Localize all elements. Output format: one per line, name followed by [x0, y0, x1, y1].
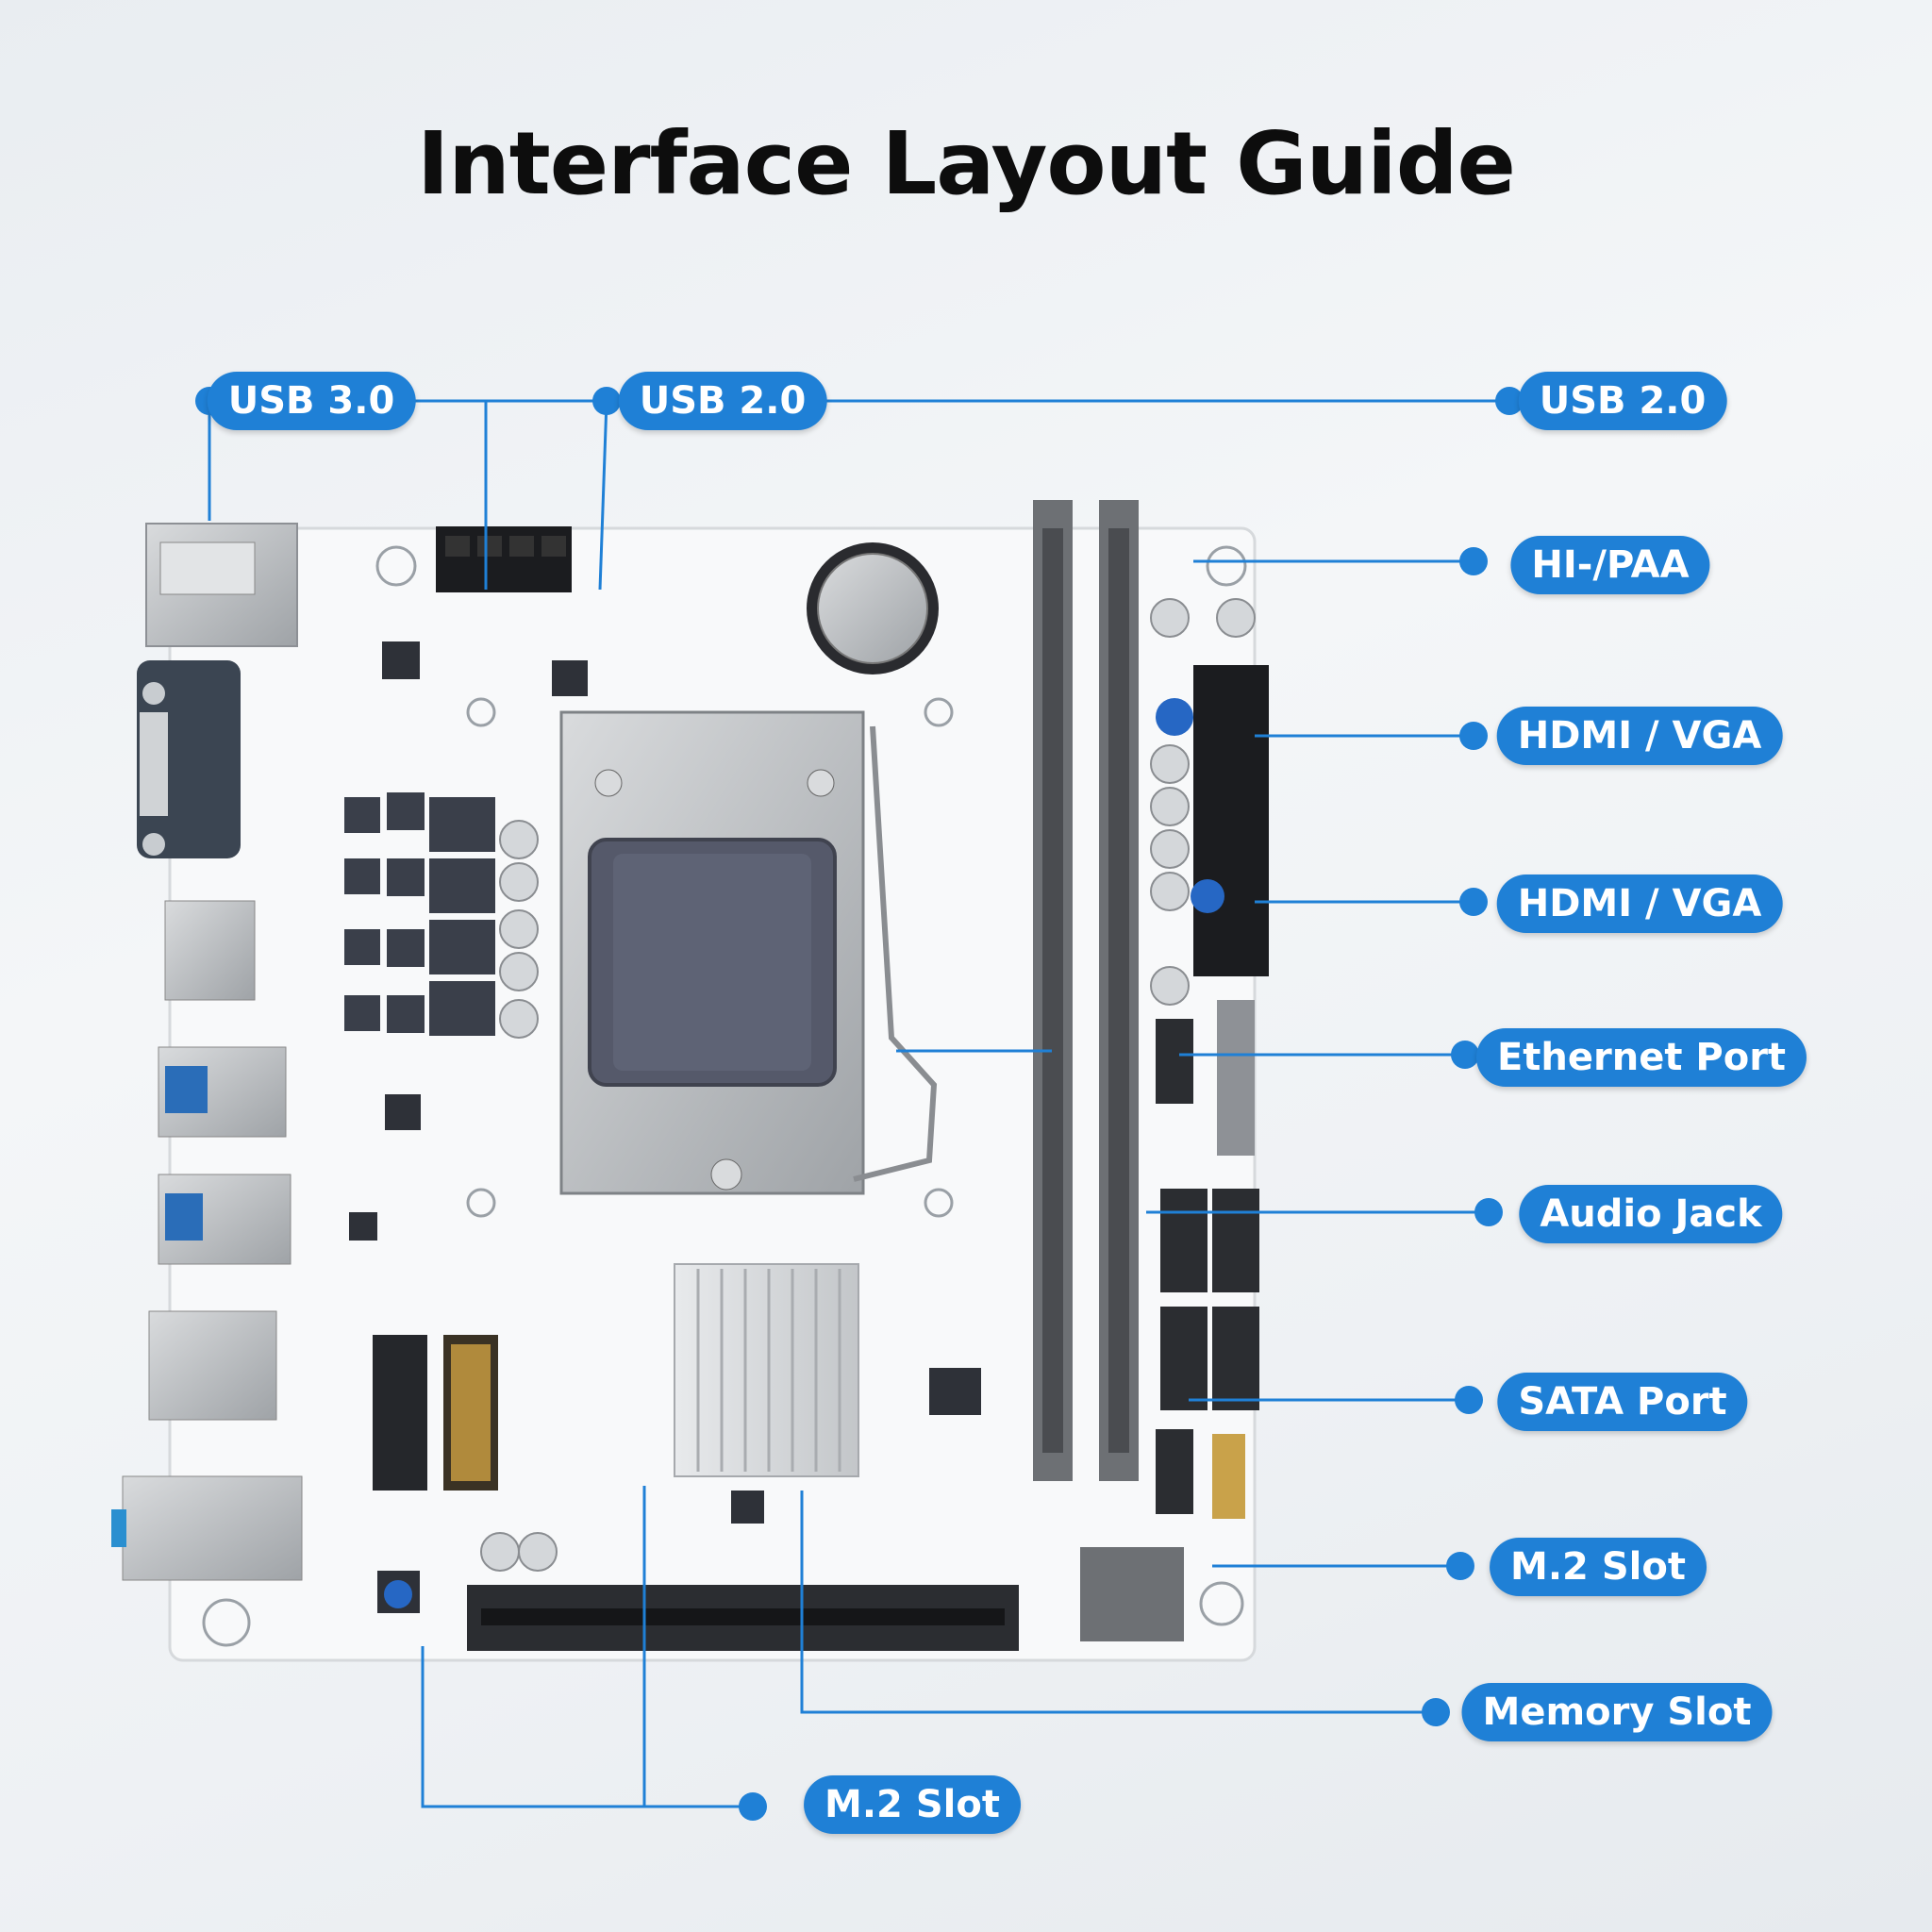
label-audio: Audio Jack [1519, 1185, 1783, 1243]
label-sata: SATA Port [1497, 1373, 1748, 1431]
cmos-battery [807, 542, 939, 675]
m2-slots [373, 1335, 498, 1491]
label-hdmi-vga-1: ΗDMI / VGA [1496, 707, 1783, 765]
callout-dot [739, 1792, 767, 1821]
page-title: Interface Layout Guide [417, 113, 1516, 214]
mounting-holes [202, 545, 1247, 1647]
label-usb30: USB 3.0 [207, 372, 416, 430]
label-hipaa: HI-/PAA [1510, 536, 1710, 594]
capacitors [480, 598, 1256, 1572]
chipset-heatsink [674, 1263, 859, 1477]
label-usb20-top: USB 2.0 [618, 372, 827, 430]
label-m2-right: M.2 Slot [1490, 1538, 1707, 1596]
vrm-chips [344, 792, 495, 1036]
label-ethernet: Ethernet Port [1475, 1028, 1807, 1087]
callout-dot [1474, 1198, 1503, 1226]
callout-dot [1455, 1386, 1483, 1414]
cpu-socket [559, 710, 938, 1195]
callout-lines [208, 399, 1509, 1808]
sata-ports [1160, 1189, 1259, 1410]
ram-slots [1033, 500, 1139, 1481]
io-panel [111, 523, 303, 1581]
label-m2-bottom: M.2 Slot [804, 1775, 1021, 1834]
label-memory: Memory Slot [1461, 1683, 1773, 1741]
atx-power-connector [1156, 665, 1269, 976]
callout-dot [1446, 1552, 1474, 1580]
callout-dot [1459, 547, 1488, 575]
callout-dot [1422, 1698, 1450, 1726]
pcie-slot [467, 1547, 1184, 1651]
label-hdmi-vga-2: HDMI / VGA [1496, 874, 1783, 933]
callout-dot [1451, 1041, 1479, 1069]
front-panel-headers [1156, 1000, 1255, 1519]
callout-dot [592, 387, 621, 415]
label-usb20-right: USB 2.0 [1518, 372, 1727, 430]
callout-dot [1459, 888, 1488, 916]
callout-dot [1459, 722, 1488, 750]
cpu-power-connector [436, 526, 572, 592]
